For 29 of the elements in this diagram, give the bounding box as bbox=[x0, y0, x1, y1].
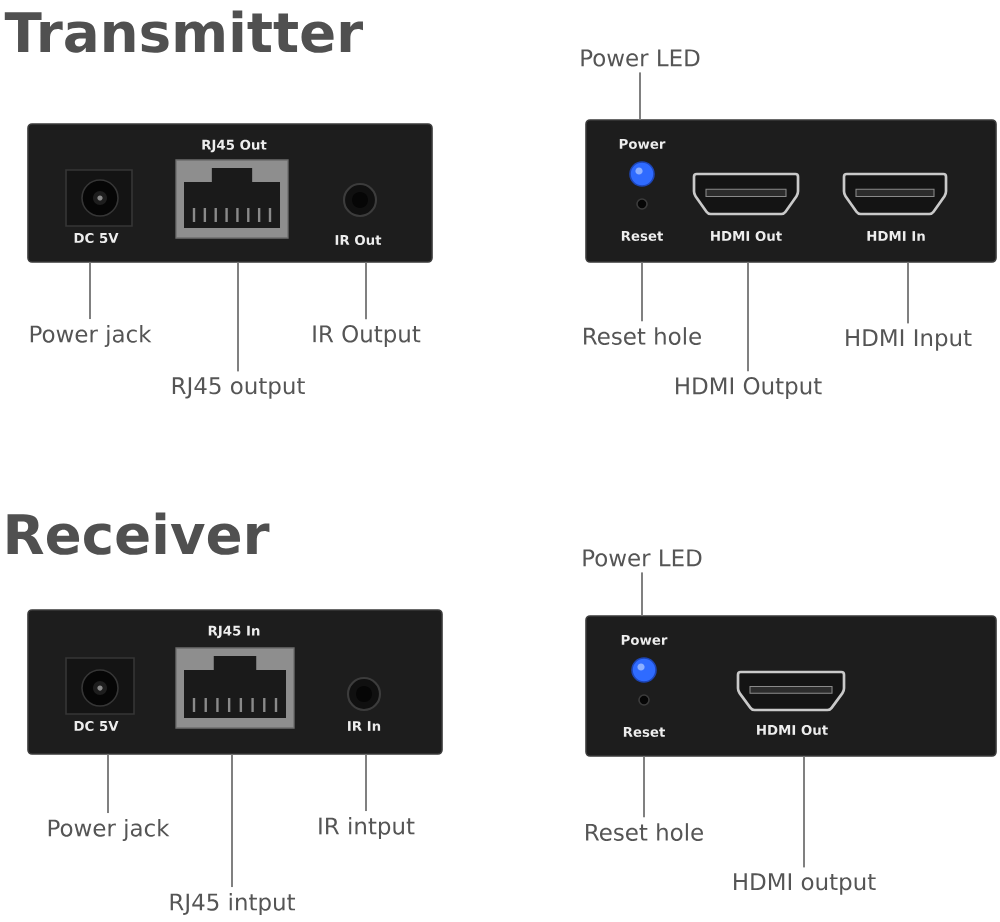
callout-label: Reset hole bbox=[586, 823, 703, 841]
callout-label: HDMI output bbox=[734, 873, 876, 895]
callout-label: IR intput bbox=[319, 816, 415, 840]
callout-label: Power LED bbox=[581, 49, 700, 67]
callout-label: HDMI Input bbox=[846, 329, 972, 351]
heading: Receiver bbox=[7, 512, 270, 555]
callout-label: HDMI Output bbox=[676, 377, 822, 399]
leader-line bbox=[643, 755, 645, 819]
leader-line bbox=[89, 261, 91, 321]
callout-label: RJ45 intput bbox=[170, 892, 296, 916]
callout-label: Power jack bbox=[48, 818, 170, 842]
leader-line bbox=[907, 261, 909, 325]
leader-line bbox=[641, 261, 643, 323]
callout-label: Power LED bbox=[583, 549, 702, 567]
leader-line bbox=[639, 71, 641, 121]
callout-label: IR Output bbox=[313, 325, 421, 347]
leader-line bbox=[365, 261, 367, 321]
callout-label: RJ45 output bbox=[172, 377, 305, 399]
leader-line bbox=[747, 261, 749, 373]
leader-line bbox=[107, 753, 109, 815]
leader-line bbox=[803, 755, 805, 869]
leader-line bbox=[237, 261, 239, 373]
leader-line bbox=[641, 571, 643, 617]
callout-label: Power jack bbox=[30, 324, 152, 348]
leader-line bbox=[231, 753, 233, 889]
heading: Transmitter bbox=[4, 10, 363, 53]
callout-label: Reset hole bbox=[584, 327, 701, 345]
device-panel bbox=[585, 615, 997, 757]
leader-line bbox=[365, 753, 367, 813]
